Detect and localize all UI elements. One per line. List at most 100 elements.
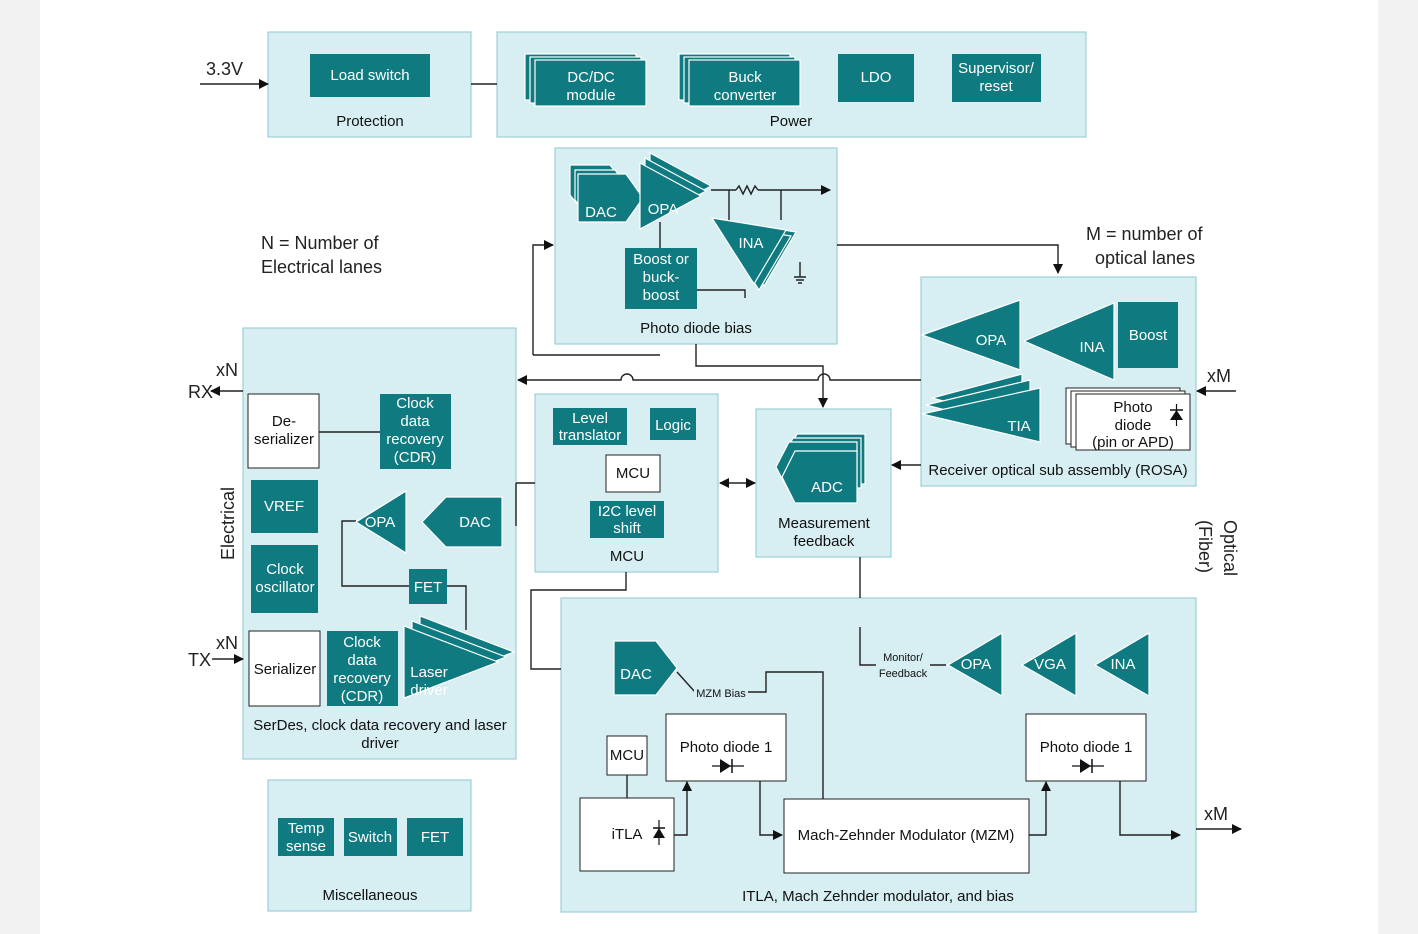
adc-block (775, 433, 866, 504)
mcu-inner-label: MCU (616, 465, 650, 482)
rosa-pd-label-2: diode (1115, 417, 1152, 434)
measurement-title-2: feedback (794, 533, 855, 550)
block-diagram: Load switch Protection DC/DC module Buck… (188, 31, 1242, 913)
buck-label-1: Buck (728, 69, 762, 86)
pd-bias-opa-triangle (639, 151, 713, 231)
level-translator-label-2: translator (559, 427, 622, 444)
pd-bias-opa-label: OPA (648, 201, 679, 218)
itla-ina-triangle (1093, 631, 1150, 698)
fiber-side-label: (Fiber) (1195, 520, 1215, 573)
serdes-title-2: driver (361, 735, 399, 752)
cdr-tx-label-3: recovery (333, 670, 391, 687)
serdes-opa-label: OPA (365, 514, 396, 531)
serdes-dac-block (421, 496, 503, 548)
i2c-level-shift-block (590, 501, 664, 538)
serializer-label: Serializer (254, 661, 317, 678)
photo-diode-1-left-label: Photo diode 1 (680, 739, 773, 756)
pd-bias-ina-triangle (710, 217, 797, 292)
rosa-ina-label: INA (1079, 339, 1104, 356)
misc-fet-block (407, 818, 463, 856)
rosa-photo-diode-block (1065, 387, 1191, 451)
clock-osc-label-1: Clock (266, 561, 304, 578)
mzm-bias-label: MZM Bias (696, 688, 746, 700)
cdr-tx-label-1: Clock (343, 634, 381, 651)
itla-mcu-block (606, 735, 648, 776)
temp-sense-block (278, 818, 334, 856)
adc-label: ADC (811, 479, 843, 496)
deserializer-block (247, 393, 320, 469)
i2c-label-2: shift (613, 520, 641, 537)
itla-title: ITLA, Mach Zehnder modulator, and bias (742, 888, 1014, 905)
itla-dac-block (613, 640, 678, 696)
itla-vga-label: VGA (1034, 656, 1066, 673)
rosa-title: Receiver optical sub assembly (ROSA) (928, 462, 1187, 479)
rx-xn-label: xN (216, 360, 238, 380)
cdr-tx-label-4: (CDR) (341, 688, 384, 705)
cdr-rx-label-1: Clock (396, 395, 434, 412)
electrical-side-label: Electrical (218, 487, 238, 560)
monitor-label-2: Feedback (879, 668, 928, 680)
pd-left-diode-icon (712, 759, 744, 773)
rosa-tia-label: TIA (1007, 418, 1030, 435)
protection-title: Protection (336, 113, 404, 130)
power-title: Power (770, 113, 813, 130)
serdes-opa-triangle (354, 489, 407, 555)
wires (200, 79, 1242, 840)
mzm-label: Mach-Zehnder Modulator (MZM) (798, 827, 1015, 844)
supervisor-label-2: reset (979, 78, 1013, 95)
cdr-rx-label-4: (CDR) (394, 449, 437, 466)
ldo-label: LDO (861, 69, 892, 86)
supervisor-block (952, 54, 1041, 102)
pd-bias-title: Photo diode bias (640, 320, 752, 337)
rosa-pd-label-1: Photo (1113, 399, 1152, 416)
boost-label-2: buck- (643, 269, 680, 286)
misc-switch-label: Switch (348, 829, 392, 846)
level-translator-block (553, 408, 627, 445)
deser-label-2: serializer (254, 431, 314, 448)
pd-bias-ina-label: INA (738, 235, 763, 252)
buck-label-2: converter (714, 87, 777, 104)
rosa-boost-block (1118, 302, 1178, 368)
laser-driver-label-1: Laser (410, 664, 448, 681)
level-translator-label-1: Level (572, 410, 608, 427)
itla-vga-triangle (1020, 631, 1077, 698)
cdr-rx-label-3: recovery (386, 431, 444, 448)
mcu-title: MCU (610, 548, 644, 565)
vref-label: VREF (264, 498, 304, 515)
photo-diode-1-right-label: Photo diode 1 (1040, 739, 1133, 756)
boost-label-3: boost (643, 287, 681, 304)
load-switch-block (310, 54, 430, 97)
laser-driver-triangle (403, 615, 516, 699)
boost-buck-block (625, 248, 697, 309)
serdes-fet-block (409, 569, 447, 604)
cdr-rx-block (380, 394, 451, 469)
dcdc-block (524, 53, 647, 107)
note-n-line1: N = Number of (261, 233, 380, 253)
itla-mcu-label: MCU (610, 747, 644, 764)
laser-driver-label-2: driver (410, 682, 448, 699)
rosa-opa-label: OPA (976, 332, 1007, 349)
serdes-dac-label: DAC (459, 514, 491, 531)
cdr-tx-block (327, 631, 398, 706)
ldo-block (838, 54, 914, 102)
pd-bias-dac-label: DAC (585, 204, 617, 221)
supervisor-label-1: Supervisor/ (958, 60, 1035, 77)
rosa-tia-triangle (921, 373, 1041, 443)
tx-xn-label: xN (216, 633, 238, 653)
dcdc-label-2: module (566, 87, 615, 104)
boost-label-1: Boost or (633, 251, 689, 268)
rosa-boost-label: Boost (1129, 327, 1168, 344)
diagram-canvas: Load switch Protection DC/DC module Buck… (40, 0, 1378, 934)
misc-title: Miscellaneous (322, 887, 417, 904)
itla-label: iTLA (612, 826, 643, 843)
cdr-rx-label-2: data (400, 413, 430, 430)
misc-switch-block (344, 818, 397, 856)
misc-fet-label: FET (421, 829, 449, 846)
i2c-label-1: I2C level (598, 503, 656, 520)
mzm-bias-bg (694, 686, 748, 700)
itla-dac-label: DAC (620, 666, 652, 683)
load-switch-label: Load switch (330, 67, 409, 84)
buck-converter-block (678, 53, 801, 107)
serdes-title-1: SerDes, clock data recovery and laser (253, 717, 506, 734)
monitor-label-1: Monitor/ (883, 652, 924, 664)
